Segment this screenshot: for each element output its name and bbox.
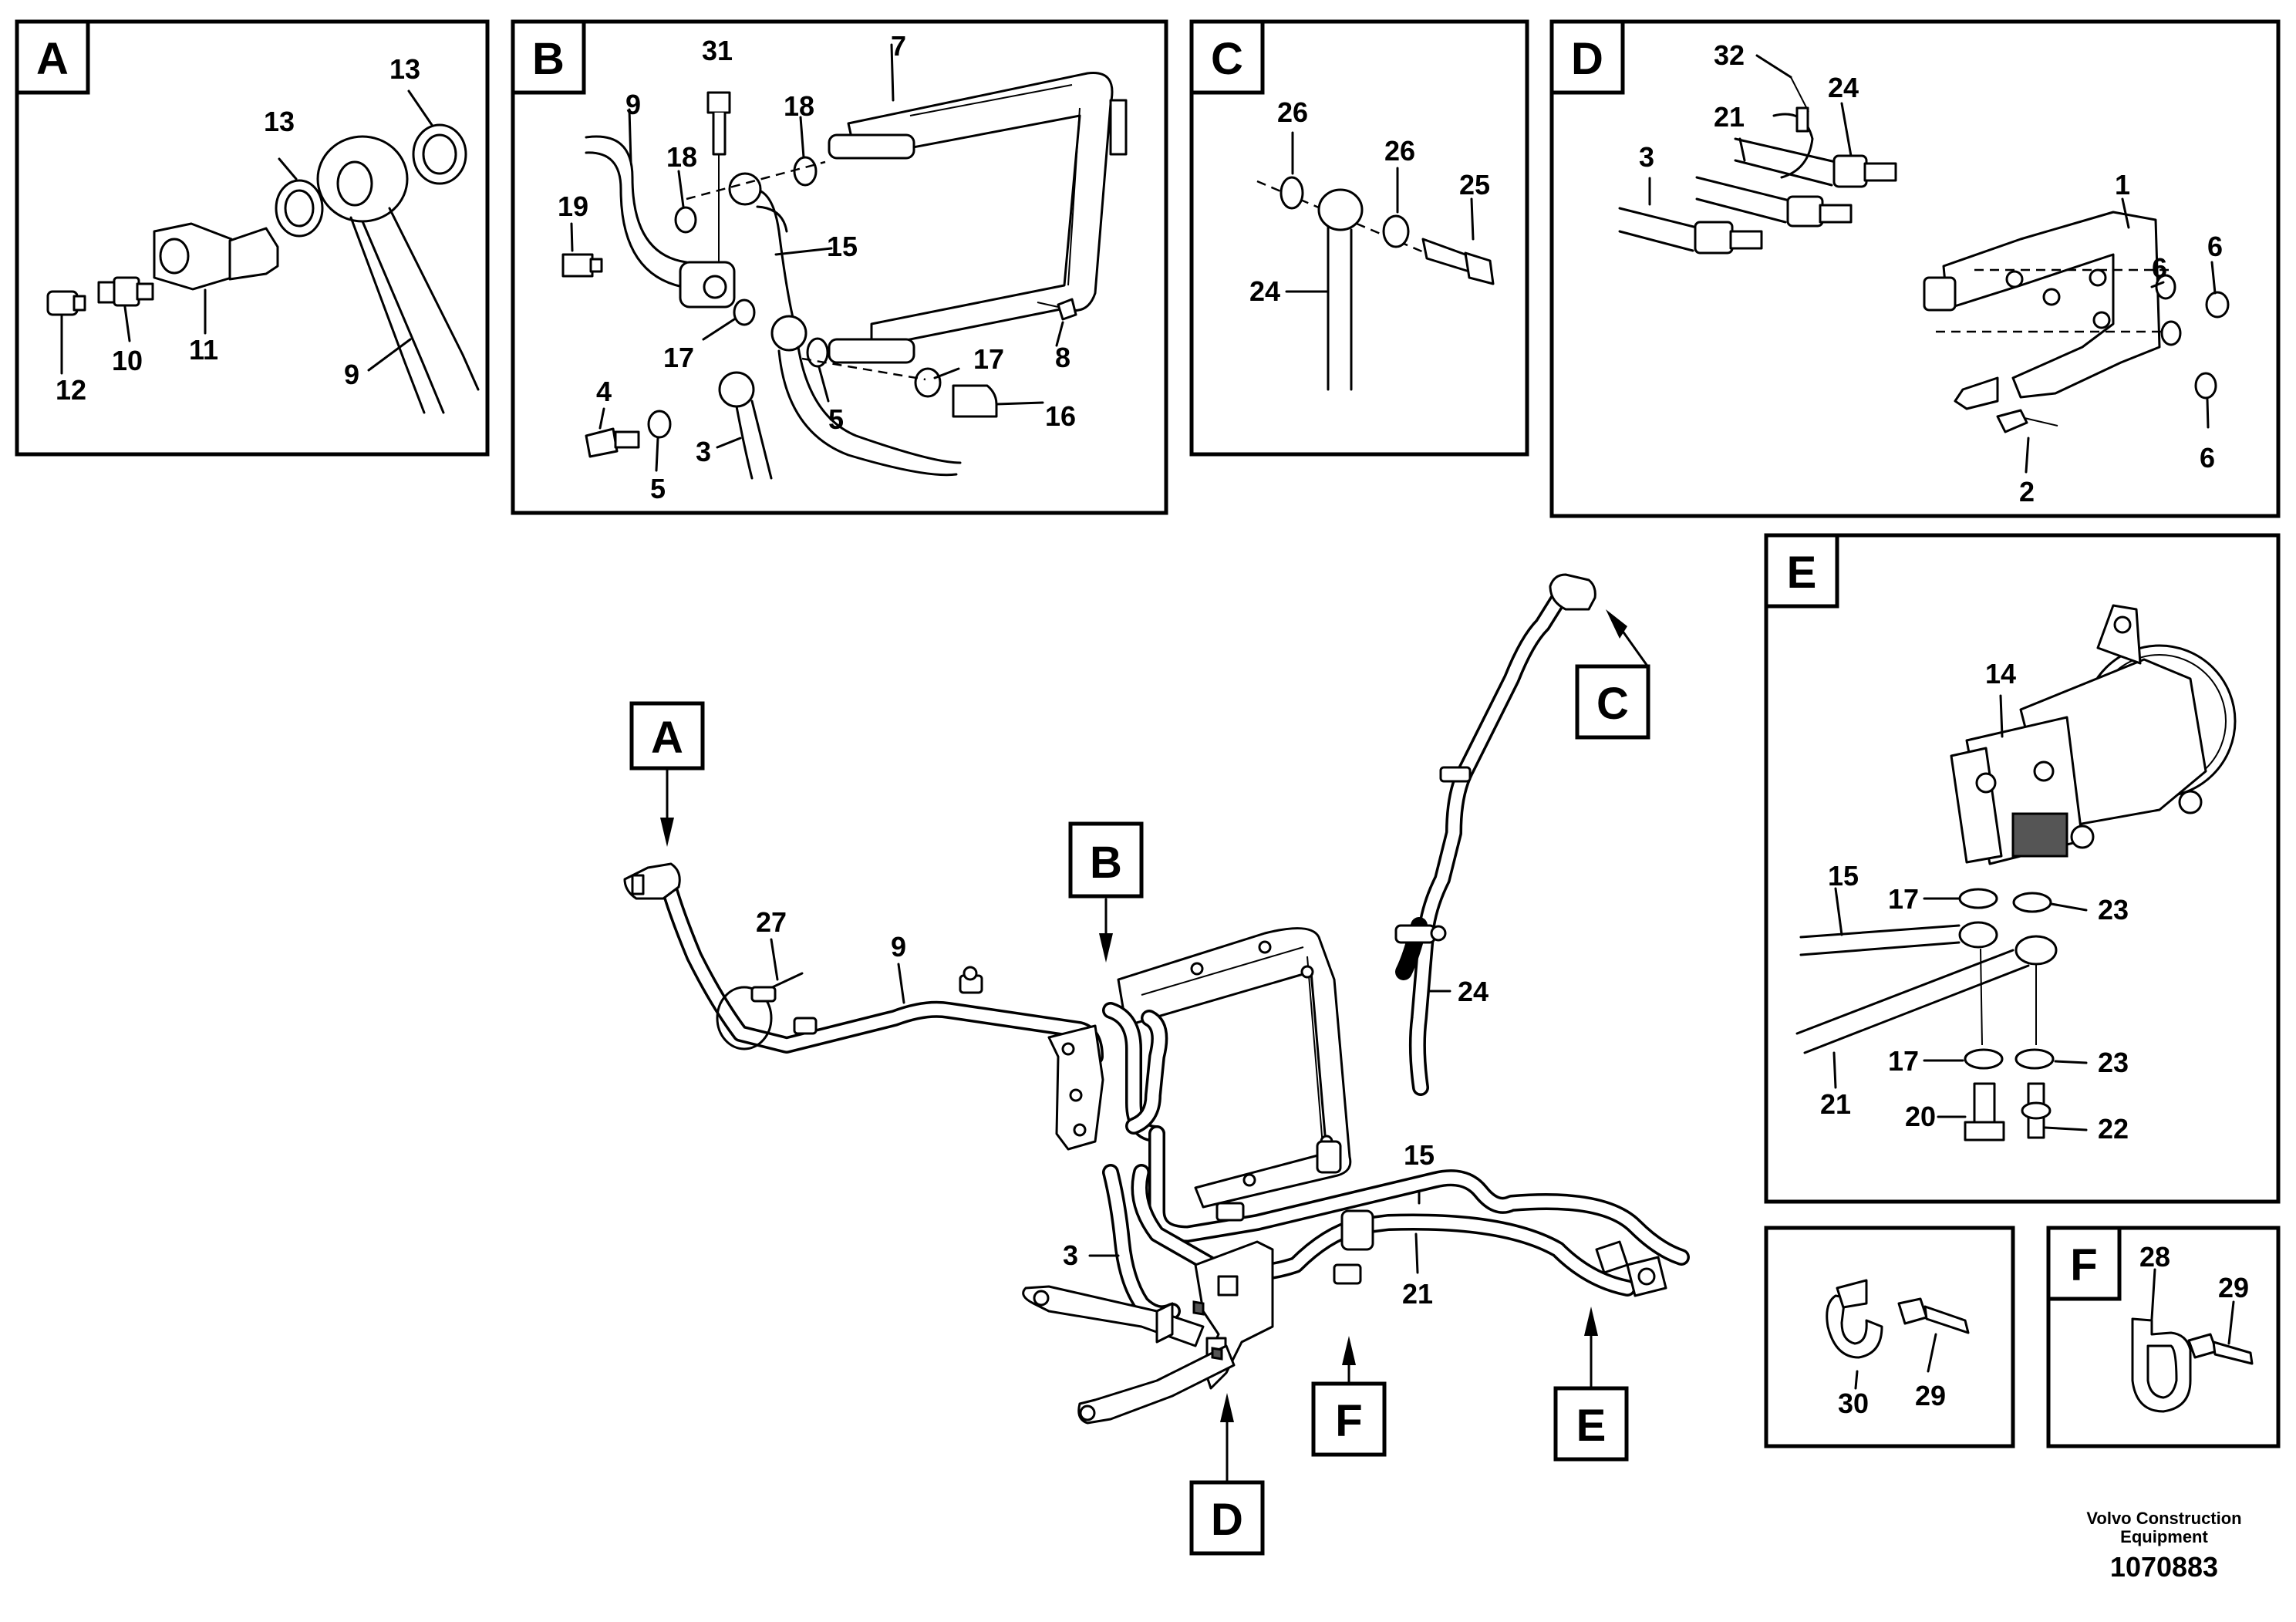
label-18: 18: [784, 90, 814, 122]
label-24: 24: [1458, 976, 1489, 1007]
label-3: 3: [1639, 141, 1654, 173]
callout-c-label: C: [1596, 679, 1629, 729]
label-11: 11: [189, 334, 218, 366]
label-23: 23: [2098, 1047, 2129, 1078]
label-7: 7: [891, 30, 906, 62]
label-16: 16: [1045, 400, 1076, 432]
label-31: 31: [702, 35, 733, 66]
label-23: 23: [2098, 894, 2129, 926]
label-14: 14: [1985, 658, 2016, 690]
label-6: 6: [2200, 442, 2215, 474]
label-5: 5: [828, 403, 844, 435]
panel-a-label: A: [36, 34, 69, 84]
label-13: 13: [264, 106, 295, 137]
maker-line-2: Equipment: [2120, 1527, 2208, 1546]
label-28: 28: [2139, 1241, 2170, 1273]
label-29: 29: [1915, 1380, 1946, 1411]
label-21: 21: [1820, 1088, 1851, 1120]
label-2: 2: [2019, 476, 2035, 508]
label-21: 21: [1714, 101, 1745, 133]
label-19: 19: [558, 191, 588, 222]
panel-c-label: C: [1211, 34, 1243, 84]
callout-a[interactable]: A: [629, 701, 705, 771]
label-3: 3: [696, 436, 711, 467]
callout-d-label: D: [1211, 1495, 1243, 1545]
label-18: 18: [666, 141, 697, 173]
label-25: 25: [1459, 169, 1490, 201]
label-27: 27: [756, 906, 787, 938]
label-4: 4: [596, 376, 612, 407]
detail-panel-f: F 28 29: [2046, 1226, 2281, 1448]
detail-panel-a: A 13 13 12 10 11 9: [15, 19, 490, 457]
label-20: 20: [1905, 1101, 1936, 1132]
label-15: 15: [1828, 860, 1859, 892]
callout-e[interactable]: E: [1553, 1386, 1629, 1462]
callout-f-label: F: [1335, 1396, 1362, 1446]
label-15: 15: [827, 231, 858, 262]
callout-a-label: A: [651, 713, 683, 763]
label-15: 15: [1404, 1139, 1435, 1171]
callout-f[interactable]: F: [1311, 1381, 1387, 1457]
label-17: 17: [663, 342, 694, 373]
label-30: 30: [1838, 1388, 1869, 1419]
footer: Volvo Construction Equipment 1070883: [2086, 1509, 2241, 1583]
label-26: 26: [1277, 96, 1308, 128]
label-10: 10: [112, 345, 143, 376]
detail-panel-clamp: 30 29: [1764, 1226, 2015, 1448]
label-6: 6: [2152, 252, 2167, 284]
detail-panel-b: B: [511, 19, 1168, 515]
label-9: 9: [625, 89, 641, 120]
main-assembly: [623, 573, 1690, 1482]
label-9: 9: [891, 931, 906, 963]
detail-panel-e: E: [1764, 533, 2281, 1204]
label-26: 26: [1384, 135, 1415, 167]
label-13: 13: [389, 53, 420, 85]
label-17: 17: [973, 343, 1004, 375]
label-29: 29: [2218, 1272, 2249, 1303]
label-3: 3: [1063, 1239, 1078, 1271]
callout-b-label: B: [1090, 838, 1122, 888]
label-12: 12: [56, 374, 86, 406]
document-number: 1070883: [2110, 1551, 2218, 1583]
panel-b-label: B: [532, 34, 565, 84]
panel-d-label: D: [1571, 34, 1603, 84]
detail-panel-d: D: [1549, 19, 2281, 518]
label-8: 8: [1055, 342, 1070, 373]
label-24: 24: [1828, 72, 1859, 103]
label-22: 22: [2098, 1113, 2129, 1145]
label-17: 17: [1888, 1045, 1919, 1077]
maker-line-1: Volvo Construction: [2086, 1509, 2241, 1528]
detail-panel-c: C 26 26 25 24: [1189, 19, 1529, 457]
label-1: 1: [2115, 169, 2130, 201]
label-5: 5: [650, 473, 666, 504]
callout-e-label: E: [1576, 1401, 1607, 1451]
panel-f-label: F: [2070, 1240, 2097, 1290]
label-32: 32: [1714, 39, 1745, 71]
callout-c[interactable]: C: [1575, 664, 1650, 740]
label-6: 6: [2207, 231, 2223, 262]
callout-b[interactable]: B: [1068, 821, 1144, 899]
label-24: 24: [1249, 275, 1280, 307]
label-9: 9: [344, 359, 359, 390]
callout-d[interactable]: D: [1189, 1480, 1265, 1556]
panel-e-label: E: [1787, 548, 1817, 598]
label-21: 21: [1402, 1278, 1433, 1310]
label-17: 17: [1888, 883, 1919, 915]
